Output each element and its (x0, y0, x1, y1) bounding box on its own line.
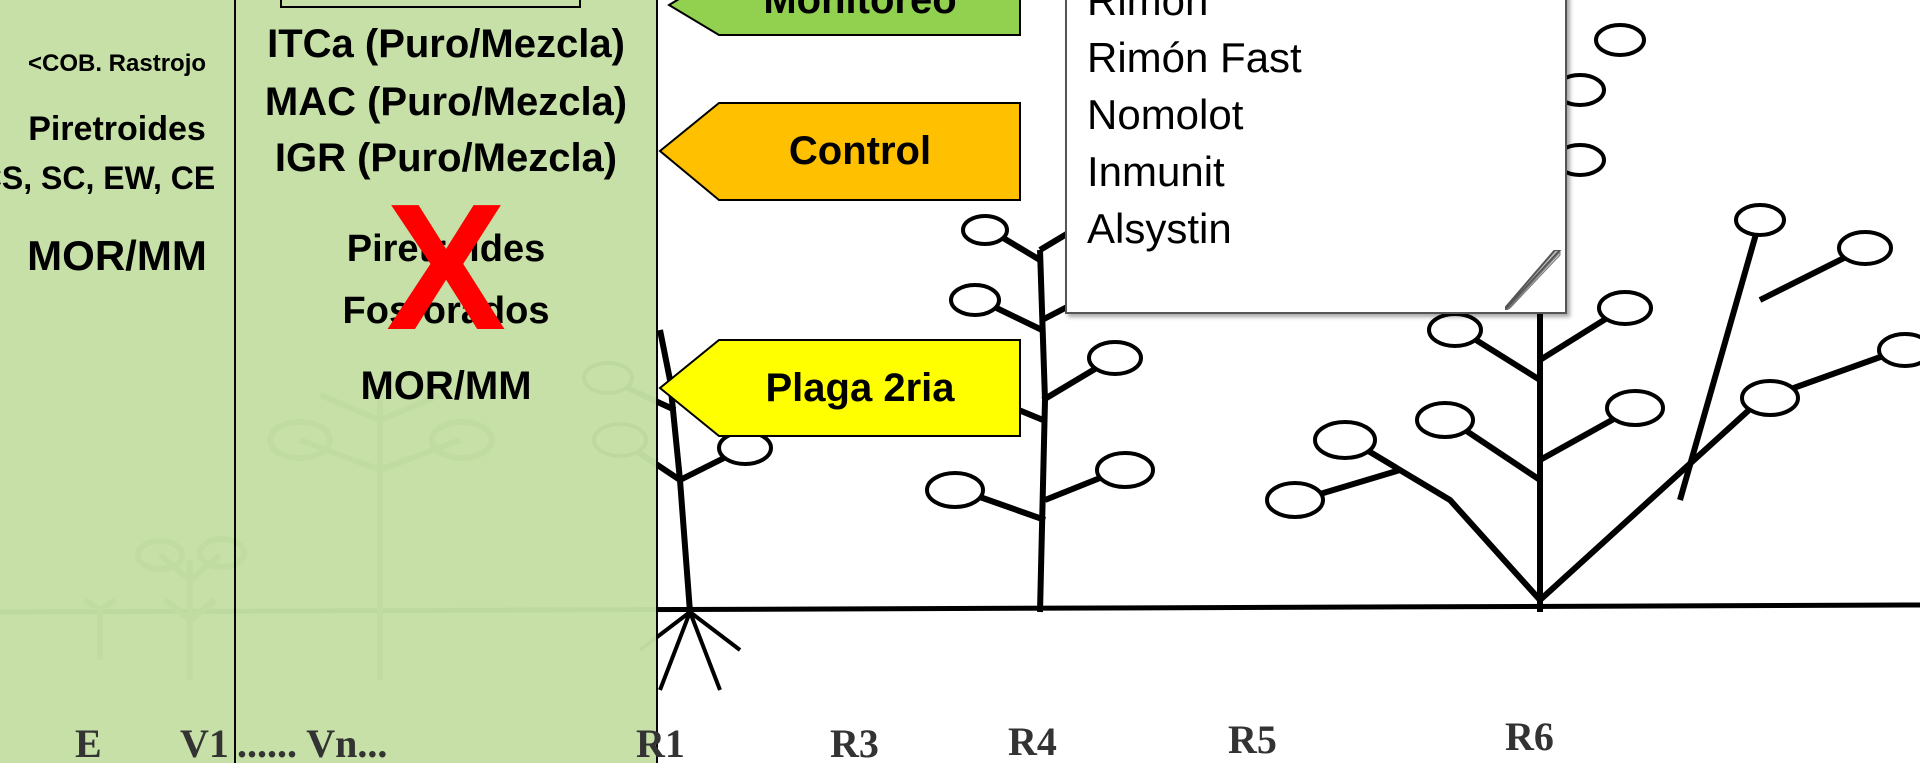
callout-item-inmunit: Inmunit (1087, 143, 1302, 200)
stage-v1: V1 (180, 720, 229, 767)
control-label: Control (700, 103, 1020, 200)
stage-r6: R6 (1505, 713, 1554, 760)
callout-item-nomolot: Nomolot (1087, 86, 1302, 143)
secondary-pest-label: Plaga 2ria (700, 340, 1020, 436)
callout-item-rimon: Rimon (1087, 0, 1302, 29)
product-callout: Rimon Rimón Fast Nomolot Inmunit Alsysti… (1065, 0, 1567, 314)
callout-folded-corner (1505, 250, 1565, 310)
stage-r1: R1 (636, 720, 685, 767)
monitoring-label: Monitoreo (700, 0, 1020, 30)
stage-r3: R3 (830, 720, 879, 767)
stage-r5: R5 (1228, 716, 1277, 763)
callout-item-alsystin: Alsystin (1087, 200, 1302, 257)
stage-e: E (75, 720, 102, 767)
stage-vn: ...... Vn... (237, 720, 387, 767)
stage-r4: R4 (1008, 718, 1057, 765)
callout-item-rimon-fast: Rimón Fast (1087, 29, 1302, 86)
